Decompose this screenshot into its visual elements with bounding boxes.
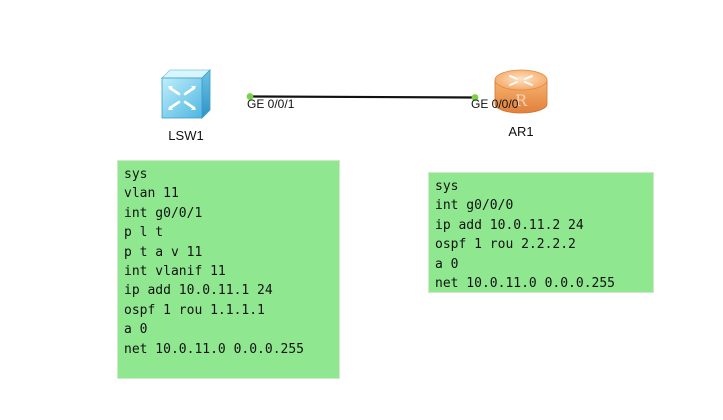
- port-label-router: GE 0/0/0: [471, 97, 519, 111]
- note-line: net 10.0.11.0 0.0.0.255: [124, 341, 305, 357]
- note-line: ospf 1 rou 1.1.1.1: [124, 302, 265, 318]
- note-line: int vlanif 11: [124, 264, 226, 280]
- note-line: a 0: [124, 322, 148, 338]
- port-label-switch: GE 0/0/1: [247, 97, 295, 111]
- note-line: ip add 10.0.11.2 24: [435, 217, 584, 233]
- device-lsw1[interactable]: LSW1: [151, 66, 221, 143]
- note-line: ip add 10.0.11.1 24: [124, 283, 273, 299]
- device-label-router: AR1: [508, 124, 534, 139]
- note-line: sys: [124, 167, 148, 182]
- note-line: int g0/0/1: [124, 205, 203, 221]
- router-icon[interactable]: R: [490, 66, 552, 116]
- note-line: int g0/0/0: [435, 198, 514, 214]
- switch-icon[interactable]: [160, 66, 212, 120]
- note-line: p t a v 11: [124, 244, 203, 260]
- device-label-switch: LSW1: [168, 128, 204, 143]
- note-line: sys: [435, 179, 459, 194]
- svg-text:R: R: [515, 91, 528, 110]
- router-config-note[interactable]: sys int g0/0/0 ip add 10.0.11.2 24 ospf …: [428, 172, 654, 293]
- note-line: net 10.0.11.0 0.0.0.255: [435, 276, 616, 292]
- device-ar1[interactable]: R AR1: [485, 66, 557, 139]
- switch-config-note[interactable]: sys vlan 11 int g0/0/1 p l t p t a v 11 …: [117, 160, 340, 379]
- note-line: a 0: [435, 256, 459, 272]
- note-line: p l t: [124, 225, 164, 241]
- note-line: ospf 1 rou 2.2.2.2: [435, 237, 576, 253]
- note-line: vlan 11: [124, 186, 179, 202]
